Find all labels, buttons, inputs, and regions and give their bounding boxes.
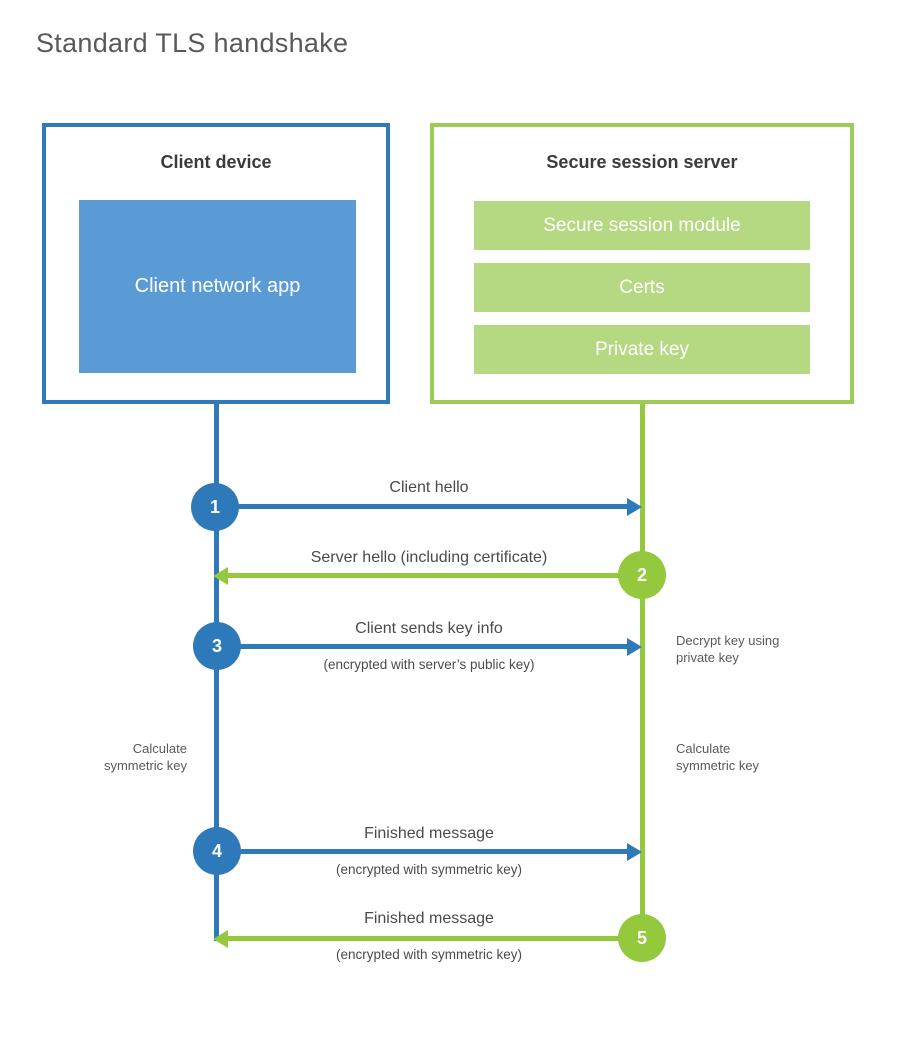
step-4-arrow-line (217, 849, 627, 854)
step-2-arrow-line (228, 573, 642, 578)
client-network-app-label: Client network app (134, 275, 301, 297)
server-lifeline (640, 404, 645, 938)
step-4-label: Finished message (364, 825, 494, 842)
client-device-title: Client device (160, 152, 272, 172)
step-5-label: Finished message (364, 910, 494, 927)
step-3-arrow-line (217, 644, 627, 649)
note-decrypt-key: Decrypt key using private key (676, 633, 780, 665)
step-2-arrowhead-left-icon (213, 567, 228, 585)
step-5-arrow-line (228, 936, 642, 941)
server-module-bar-secure-session-module: Secure session module (474, 201, 810, 250)
server-module-label: Certs (619, 276, 665, 298)
step-3-badge: 3 (193, 622, 241, 670)
note-calculate-symmetric-key-client: Calculate symmetric key (103, 741, 187, 773)
step-4-arrowhead-right-icon (627, 843, 642, 861)
step-2-badge: 2 (618, 551, 666, 599)
server-modules-list: Secure session module Certs Private key (474, 201, 810, 374)
step-3-arrowhead-right-icon (627, 638, 642, 656)
step-2-label: Server hello (including certificate) (310, 549, 548, 566)
note-calculate-symmetric-key-server: Calculate symmetric key (676, 741, 760, 773)
step-1-arrowhead-right-icon (627, 498, 642, 516)
step-5-badge: 5 (618, 914, 666, 962)
secure-session-server-title: Secure session server (546, 152, 738, 172)
server-module-bar-certs: Certs (474, 263, 810, 312)
client-lifeline (214, 404, 219, 941)
server-module-label: Private key (595, 338, 689, 360)
step-5-sublabel: (encrypted with symmetric key) (335, 947, 523, 962)
page-title: Standard TLS handshake (36, 28, 349, 58)
server-module-bar-private-key: Private key (474, 325, 810, 374)
step-5-arrowhead-left-icon (213, 930, 228, 948)
step-1-arrow-line (217, 504, 629, 509)
secure-session-server-box: Secure session server Secure session mod… (430, 123, 854, 404)
server-module-label: Secure session module (543, 214, 741, 236)
client-network-app-box: Client network app (79, 200, 356, 373)
step-3-label: Client sends key info (355, 620, 503, 637)
step-4-badge: 4 (193, 827, 241, 875)
step-3-sublabel: (encrypted with server’s public key) (323, 657, 535, 672)
step-4-sublabel: (encrypted with symmetric key) (335, 862, 523, 877)
step-1-badge: 1 (191, 483, 239, 531)
step-1-label: Client hello (389, 479, 469, 496)
client-device-box: Client device Client network app (42, 123, 390, 404)
